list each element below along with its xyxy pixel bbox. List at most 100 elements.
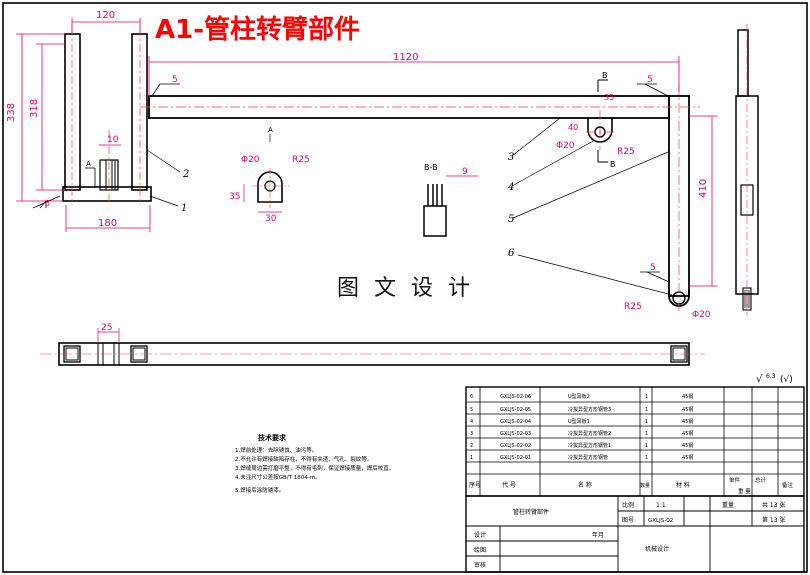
detail-a-centerlines <box>252 168 290 208</box>
section-b-top: B <box>602 71 608 80</box>
section-b-b-label: B-B <box>424 163 438 172</box>
left-post <box>64 33 81 191</box>
bom-header-total: 总计 <box>755 476 767 484</box>
bom-code-1: GXLJS-02-01 <box>500 455 531 461</box>
dim-30-detail: 30 <box>265 214 277 224</box>
bom-name-4: U型耳板1 <box>568 418 590 425</box>
bom-no-4: 4 <box>470 419 473 425</box>
bom-code-6: GXLJS-02-06 <box>500 394 531 400</box>
bom-mat-1: 45钢 <box>682 454 693 461</box>
bom-mat-5: 45钢 <box>682 406 693 413</box>
dim-r25-bottom: R25 <box>624 302 642 312</box>
tb-drawing-no-label: 图号 <box>622 517 634 524</box>
bom-header-mat: 材 料 <box>676 481 690 489</box>
tb-drawing-no: GXLJS-02 <box>648 518 673 524</box>
bom-table <box>465 386 805 497</box>
note-line-2: 2.不允许有焊接缺陷存在，不得有夹渣、气孔、裂纹等。 <box>235 455 372 463</box>
note-line-3: 3.焊缝周边需打磨平整，不得有毛刺，保证焊接质量，焊后校直。 <box>235 464 394 472</box>
section-b-bottom: B <box>610 160 616 169</box>
bom-header: 序号 代 号 名 称 数量 材 料 单件 总计 重 量 备注 <box>469 476 794 495</box>
weld-symbol-left <box>32 195 61 209</box>
balloon-4: 4 <box>507 182 514 193</box>
bom-no-1: 1 <box>470 455 473 461</box>
bom-name-2: 冷拔异型方形钢管1 <box>568 442 611 449</box>
bom-code-4: GXLJS-02-04 <box>500 419 531 425</box>
section-b-b <box>423 184 447 237</box>
bom-header-code: 代 号 <box>502 481 516 489</box>
bom-qty-2: 1 <box>645 443 648 449</box>
notes-heading: 技术要求 <box>258 433 287 442</box>
dim-top-width: 120 <box>96 10 115 21</box>
tb-check: 审核 <box>474 561 486 569</box>
bom-qty-3: 1 <box>645 431 648 437</box>
tb-drawn: 绘图 <box>474 546 486 554</box>
section-label-a: A <box>86 160 91 168</box>
bom-header-no: 序号 <box>469 481 481 489</box>
dim-25: 25 <box>101 323 112 333</box>
bom-header-unit: 单件 <box>729 476 741 484</box>
note-line-1: 1.焊前处理：去除锈蚀、油污等。 <box>235 446 317 454</box>
weld-symbols-arm <box>151 83 670 283</box>
bom-name-6: U型耳板2 <box>568 393 590 400</box>
bom-qty-1: 1 <box>645 455 648 461</box>
bom-rows: 6 GXLJS-02-06 U型耳板2 1 45钢 5 GXLJS-02-05 … <box>470 393 693 461</box>
dim-35-detail: 35 <box>229 192 240 202</box>
bottom-plan-view <box>58 342 690 366</box>
left-side-view <box>62 33 152 202</box>
bom-header-qty: 数量 <box>640 482 650 489</box>
tb-sheets: 共 13 张 <box>762 501 785 509</box>
bom-no-2: 2 <box>470 443 473 449</box>
balloon-6: 6 <box>508 248 515 259</box>
dim-r25-small: R25 <box>292 155 310 165</box>
bom-no-5: 5 <box>470 407 473 413</box>
bom-no-6: 6 <box>470 394 473 400</box>
weld-size-arm-left: 5 <box>172 75 178 85</box>
right-post <box>131 33 148 191</box>
dim-height-318: 318 <box>29 99 40 118</box>
detail-a-label: A <box>268 126 273 134</box>
dim-gap-10: 10 <box>107 135 119 145</box>
dim-r25-arm: R25 <box>617 147 635 157</box>
dim-35-top: 35 <box>604 93 614 102</box>
weld-size-arm-bottom: 5 <box>650 263 656 273</box>
note-line-4: 4.未注尺寸公差按GB/T 1804-m。 <box>235 473 321 481</box>
balloon-2: 2 <box>182 169 189 180</box>
bom-name-3: 冷拔异型方形钢管2 <box>568 430 611 437</box>
bom-name-1: 冷拔异型方形钢管 <box>568 454 608 461</box>
dim-arm-1120: 1120 <box>393 52 418 63</box>
dim-phi20-bottom: Φ20 <box>692 310 711 320</box>
arm-centerlines <box>140 85 700 312</box>
dim-410: 410 <box>698 179 709 198</box>
drawing-title: A1-管柱转臂部件 <box>155 15 360 45</box>
section-arrows-b <box>597 79 608 163</box>
arm-length-dimension <box>148 56 718 287</box>
tb-weight-label: 重量 <box>722 501 734 509</box>
dim-height-338: 338 <box>6 103 17 122</box>
tb-design: 设计 <box>474 531 486 539</box>
roughness-value: 6.3 <box>766 373 776 380</box>
detail-a-dims <box>243 184 282 213</box>
bom-code-5: GXLJS-02-05 <box>500 407 531 413</box>
dim-40: 40 <box>568 123 578 132</box>
dim-base-180: 180 <box>98 218 117 229</box>
watermark-text: 图 文 设 计 <box>337 276 474 301</box>
dim-phi20-arm: Φ20 <box>556 141 575 151</box>
roughness-paren: (√) <box>780 374 793 385</box>
bom-no-3: 3 <box>470 431 473 437</box>
bom-qty-5: 1 <box>645 407 648 413</box>
balloon-1: 1 <box>181 203 187 214</box>
bom-mat-2: 45钢 <box>682 442 693 449</box>
dim-9: 9 <box>462 167 468 177</box>
roughness-symbol: √ <box>756 374 763 385</box>
dim-phi20-small: Φ20 <box>241 155 260 165</box>
left-centerlines <box>71 28 141 205</box>
tb-dept: 机械设计 <box>645 545 669 553</box>
bom-mat-3: 45钢 <box>682 430 693 437</box>
leader-lines-left <box>146 149 181 207</box>
weld-size-arm-right: 5 <box>647 75 653 85</box>
bom-code-2: GXLJS-02-02 <box>500 443 531 449</box>
tb-scale-label: 比例 <box>622 501 634 509</box>
tb-sheet: 第 13 张 <box>762 516 785 524</box>
